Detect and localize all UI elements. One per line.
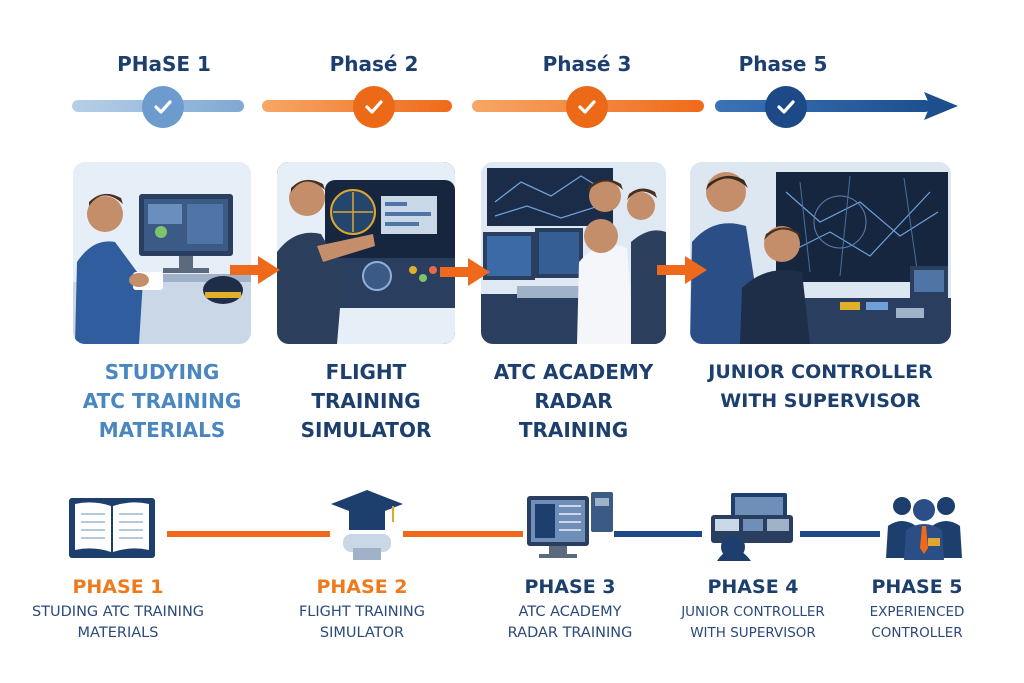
caption-line: ATC TRAINING [82, 389, 242, 413]
timeline-phase-5-desc: EXPERIENCED CONTROLLER [817, 602, 1017, 644]
desc-line: ATC ACADEMY [518, 604, 622, 620]
timeline-line-2 [403, 531, 523, 537]
caption-line: FLIGHT [325, 360, 407, 384]
caption-supervisor: JUNIOR CONTROLLER WITH SUPERVISOR [690, 358, 951, 416]
desc-line: MATERIALS [77, 625, 159, 641]
check-circle-4 [765, 86, 807, 128]
graduation-cap-icon [331, 490, 403, 560]
check-circle-3 [566, 86, 608, 128]
panel-supervisor-illustration [690, 162, 951, 344]
timeline-phase-4-desc: JUNIOR CONTROLLER WITH SUPERVISOR [653, 602, 853, 644]
top-phase-3-title: Phasé 3 [542, 52, 632, 76]
caption-studying: STUDYING ATC TRAINING MATERIALS [72, 358, 252, 445]
top-phase-4-title: Phase 5 [738, 52, 828, 76]
flow-arrow-3 [657, 256, 707, 284]
caption-line: ATC ACADEMY [493, 360, 654, 384]
timeline-phase-5-label: PHASE 5 [871, 576, 963, 598]
desc-line: FLIGHT TRAINING [298, 604, 426, 620]
caption-line: JUNIOR CONTROLLER [708, 361, 933, 383]
progress-bar-4 [715, 100, 931, 112]
caption-line: TRAINING [518, 418, 629, 442]
panel-studying-illustration [73, 162, 251, 344]
caption-radar: ATC ACADEMY RADAR TRAINING [481, 358, 666, 445]
caption-line: TRAINING [311, 389, 421, 413]
desc-line: SIMULATOR [319, 625, 405, 641]
control-desk-icon [711, 493, 793, 561]
caption-line: MATERIALS [98, 418, 226, 442]
check-icon [777, 100, 795, 114]
timeline-phase-3-desc: ATC ACADEMY RADAR TRAINING [470, 602, 670, 644]
flow-arrow-1 [230, 256, 280, 284]
desc-line: RADAR TRAINING [507, 625, 633, 641]
timeline-phase-1-label: PHASE 1 [72, 576, 164, 598]
check-circle-1 [142, 86, 184, 128]
timeline-phase-1-desc: STUDING ATC TRAINING MATERIALS [18, 602, 218, 644]
timeline-line-1 [167, 531, 330, 537]
panel-radar-illustration [481, 162, 666, 344]
check-icon [365, 100, 383, 114]
team-icon [886, 497, 962, 560]
check-circle-2 [353, 86, 395, 128]
caption-line: RADAR [534, 389, 613, 413]
desc-line: JUNIOR CONTROLLER [681, 604, 825, 620]
timeline-line-4 [800, 531, 880, 537]
caption-line: WITH SUPERVISOR [720, 390, 921, 412]
check-icon [578, 100, 596, 114]
top-phase-2-title: Phasé 2 [329, 52, 419, 76]
timeline-phase-3-label: PHASE 3 [524, 576, 616, 598]
desc-line: WITH SUPERVISOR [690, 625, 816, 641]
panel-simulator-illustration [277, 162, 455, 344]
book-icon [69, 498, 155, 558]
arrowhead-icon [924, 92, 958, 120]
caption-simulator: FLIGHT TRAINING SIMULATOR [277, 358, 455, 445]
timeline-phase-2-desc: FLIGHT TRAINING SIMULATOR [262, 602, 462, 644]
timeline-phase-2-label: PHASE 2 [316, 576, 408, 598]
timeline-line-3 [614, 531, 702, 537]
caption-line: STUDYING [104, 360, 220, 384]
desc-line: EXPERIENCED [869, 604, 965, 620]
check-icon [154, 100, 172, 114]
timeline-phase-4-label: PHASE 4 [707, 576, 799, 598]
flow-arrow-2 [440, 258, 490, 286]
desc-line: CONTROLLER [871, 625, 963, 641]
top-phase-1-title: PHaSE 1 [117, 52, 211, 76]
desc-line: STUDING ATC TRAINING [31, 604, 205, 620]
computer-icon [527, 492, 613, 558]
caption-line: SIMULATOR [300, 418, 432, 442]
